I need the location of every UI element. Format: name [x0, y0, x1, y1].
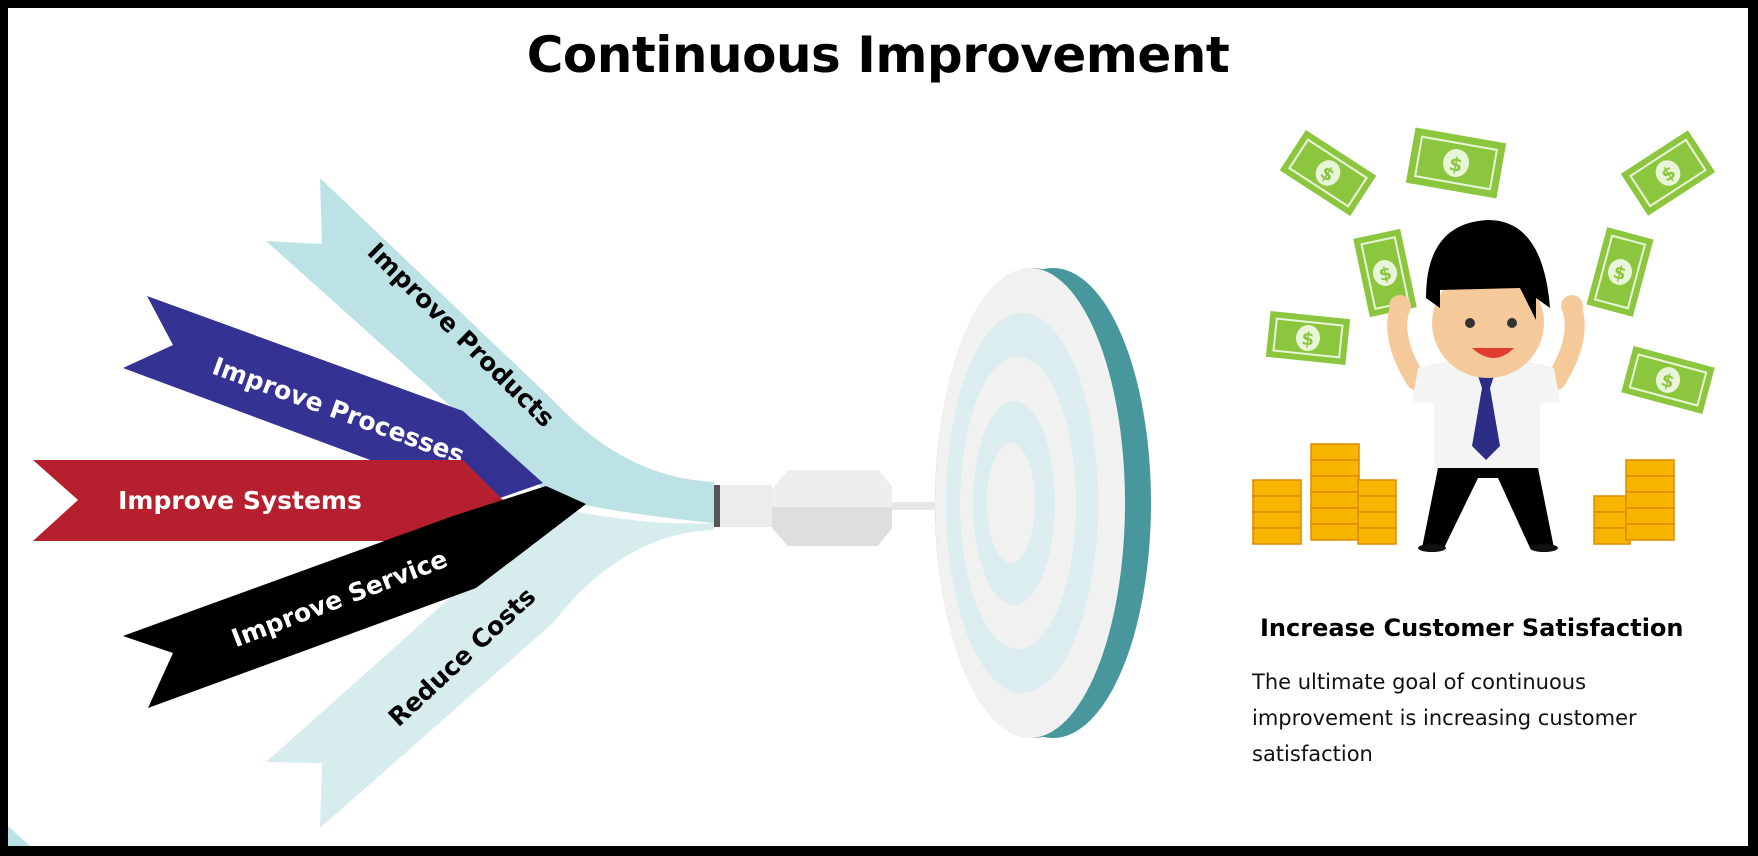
ribbon-label: Improve Systems	[118, 486, 362, 515]
page-title: Continuous Improvement	[526, 26, 1230, 84]
money-bill-icon: $	[1405, 127, 1507, 199]
ribbon-shape	[266, 178, 714, 523]
target-icon	[935, 268, 1151, 738]
diagram-frame: Continuous Improvement Improve Products …	[8, 8, 1748, 846]
ribbon-shape	[266, 510, 714, 828]
diagram-canvas: Improve Products Reduce Costs Improve Pr…	[8, 127, 1716, 846]
ribbon-improve-systems: Improve Systems	[33, 460, 508, 541]
money-bills: $ $ $ $ $ $ $	[1265, 127, 1716, 415]
goal-heading: Increase Customer Satisfaction	[1260, 614, 1684, 642]
svg-text:$: $	[1301, 328, 1316, 350]
money-bill-icon: $	[1265, 310, 1351, 366]
businessman-icon	[1387, 220, 1585, 552]
money-bill-icon: $	[1279, 129, 1377, 217]
svg-text:$: $	[1377, 263, 1394, 286]
coin-stack-icon	[1252, 443, 1675, 545]
corner-ribbon-tip	[8, 826, 30, 846]
ribbon-shape	[123, 486, 586, 708]
money-bill-icon: $	[1586, 227, 1654, 317]
ribbon-shape	[33, 460, 508, 541]
money-bill-icon: $	[1620, 130, 1716, 216]
money-bill-icon: $	[1621, 345, 1715, 415]
svg-text:$: $	[1611, 262, 1629, 286]
svg-text:$: $	[1447, 153, 1464, 177]
dart-icon	[714, 470, 1024, 546]
goal-description: The ultimate goal of continuous improvem…	[1252, 670, 1637, 766]
ribbon-shape	[123, 296, 543, 503]
svg-text:$: $	[1659, 370, 1677, 394]
